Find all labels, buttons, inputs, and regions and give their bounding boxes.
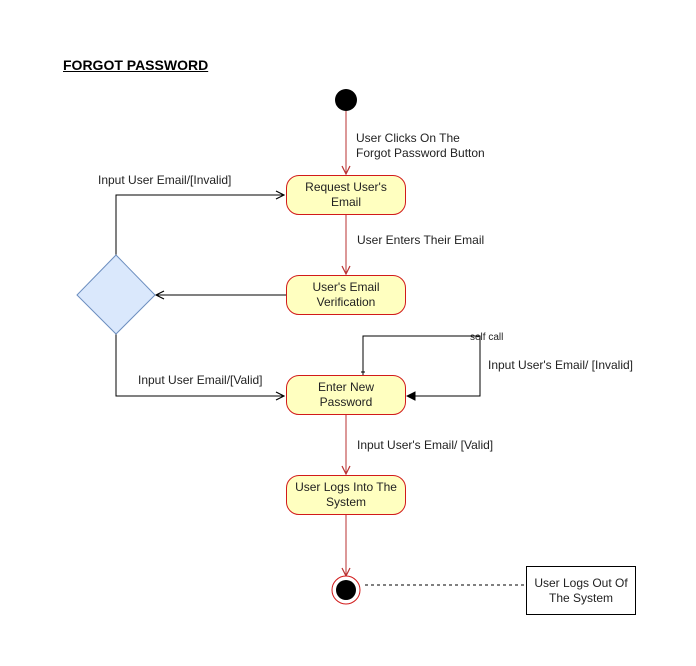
activity-email-verification: User's Email Verification: [286, 275, 406, 315]
activity-request-email-label: Request User's Email: [305, 180, 387, 209]
note-user-logs-out: User Logs Out Of The System: [526, 566, 636, 615]
label-password-valid: Input User's Email/ [Valid]: [357, 438, 494, 452]
start-node: [335, 89, 357, 111]
flow-decision-invalid: [115, 195, 284, 256]
label-self-call: self call: [470, 332, 504, 343]
activity-enter-new-password-label: Enter New Password: [317, 380, 375, 409]
activity-email-verification-label: User's Email Verification: [312, 280, 380, 309]
page-title: FORGOT PASSWORD: [63, 57, 209, 73]
end-node-inner: [336, 580, 356, 600]
flow-decision-valid: [115, 334, 284, 396]
label-decision-invalid: Input User Email/[Invalid]: [98, 173, 232, 187]
flow-self-call: [362, 335, 481, 396]
decision-node: [76, 254, 156, 335]
label-start-to-request: User Clicks On The Forgot Password Butto…: [356, 131, 485, 160]
activity-request-email: Request User's Email: [286, 175, 406, 215]
label-request-to-verification: User Enters Their Email: [357, 233, 485, 247]
activity-user-logs-in-label: User Logs Into The System: [295, 480, 397, 509]
label-self-invalid: Input User's Email/ [Invalid]: [488, 358, 634, 372]
label-decision-valid: Input User Email/[Valid]: [138, 373, 263, 387]
activity-user-logs-in: User Logs Into The System: [286, 475, 406, 515]
activity-enter-new-password: Enter New Password: [286, 375, 406, 415]
note-user-logs-out-label: User Logs Out Of The System: [534, 575, 628, 605]
